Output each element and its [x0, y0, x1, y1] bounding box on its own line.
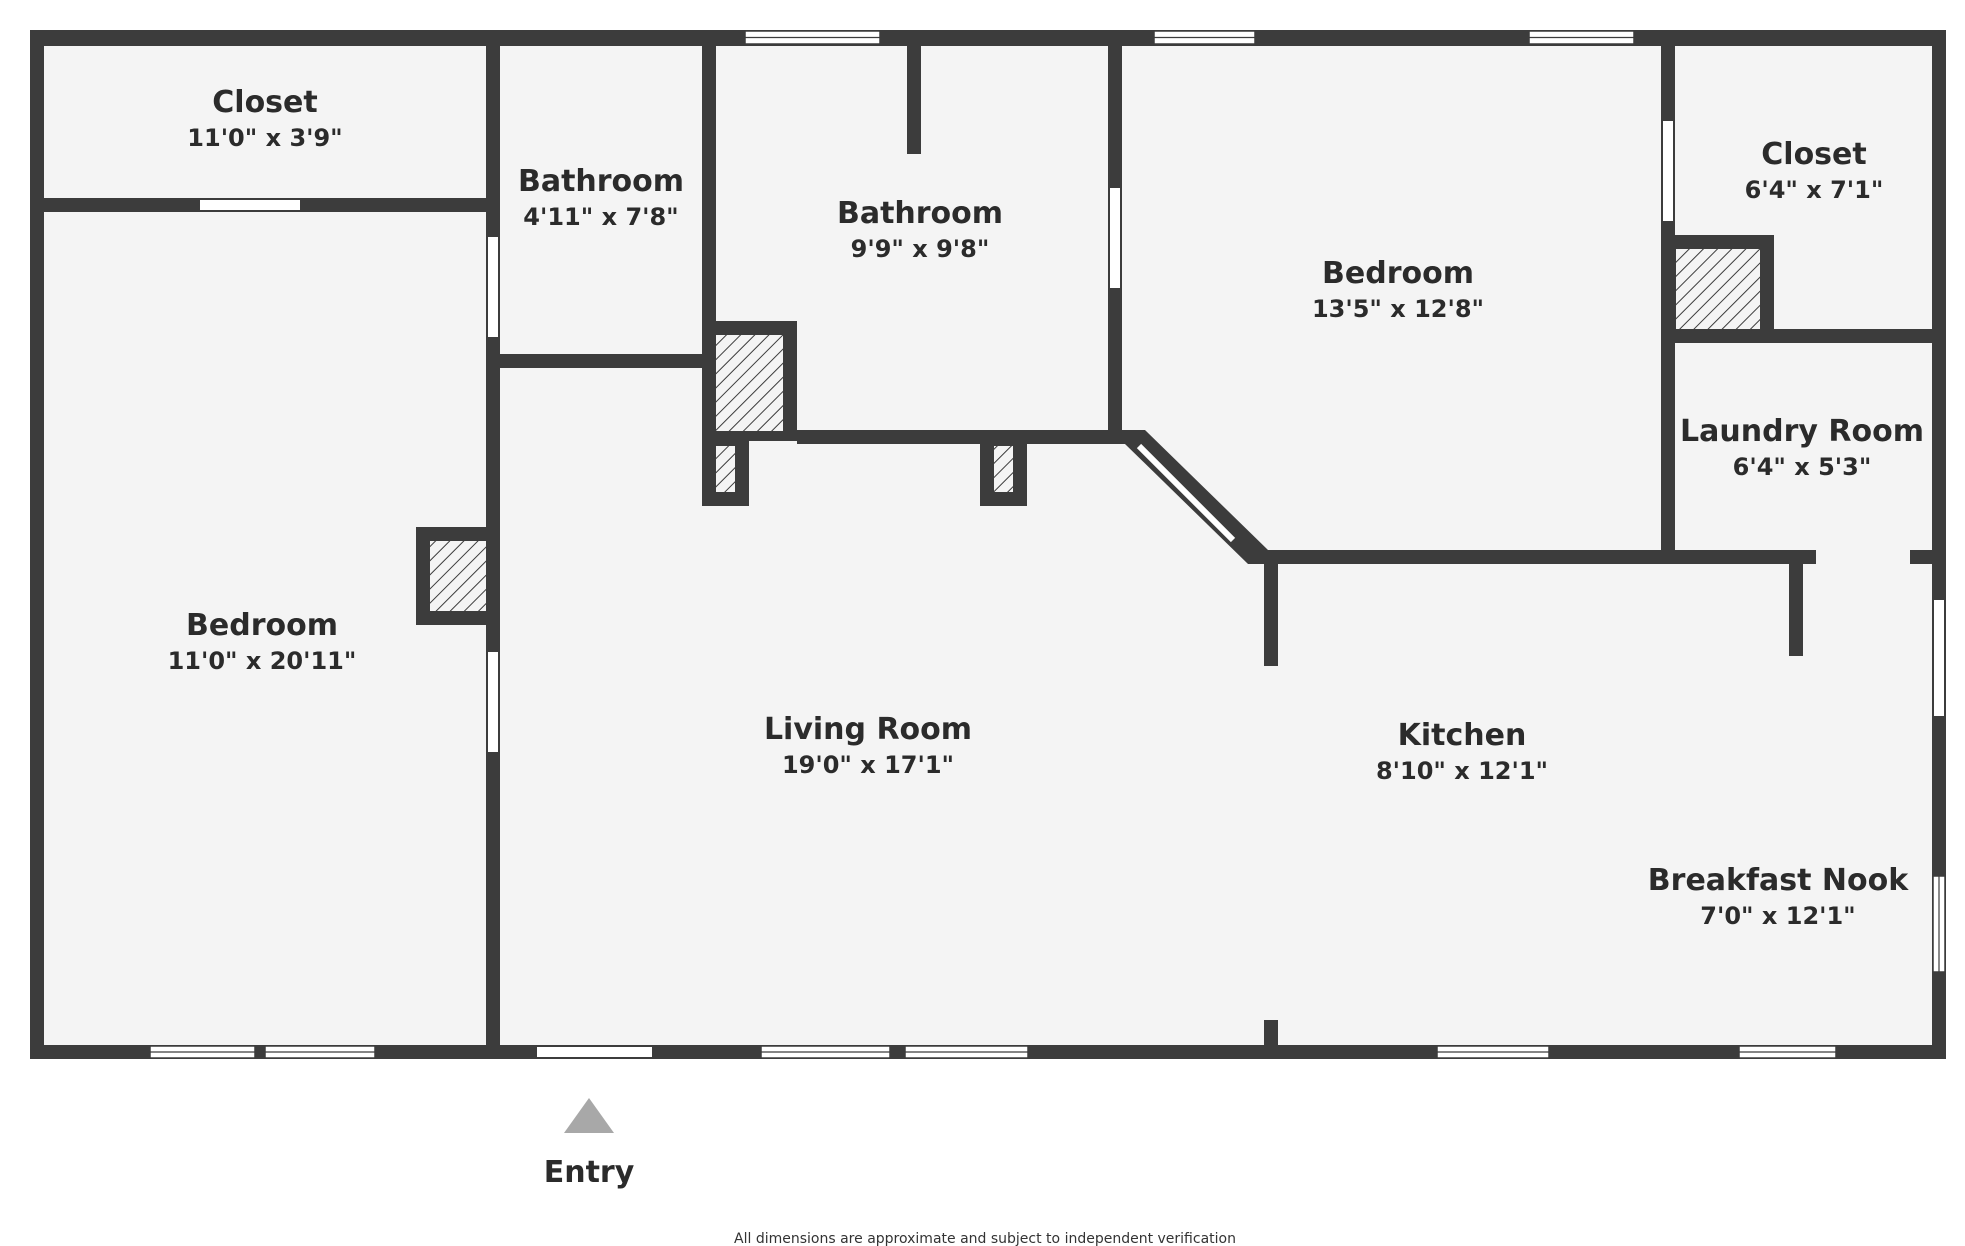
diagonal-window — [1136, 443, 1236, 543]
disclaimer-text: All dimensions are approximate and subje… — [734, 1231, 1236, 1246]
room-dim-breakfast-nook: 7'0" x 12'1" — [1700, 902, 1855, 930]
room-dim-kitchen: 8'10" x 12'1" — [1376, 757, 1548, 785]
room-dim-bedroom-right: 13'5" x 12'8" — [1312, 295, 1484, 323]
room-name-bedroom-left: Bedroom — [186, 608, 338, 643]
room-dim-laundry: 6'4" x 5'3" — [1733, 453, 1872, 481]
room-name-living: Living Room — [764, 712, 972, 747]
wall-openings — [200, 121, 1944, 1057]
entry-label: Entry — [544, 1155, 635, 1190]
room-name-laundry: Laundry Room — [1680, 414, 1924, 449]
window-glass-lines — [150, 36, 1940, 1053]
floor-area — [30, 30, 1945, 1057]
room-name-bathroom-large: Bathroom — [837, 196, 1003, 231]
room-dim-bathroom-small: 4'11" x 7'8" — [523, 203, 678, 231]
room-name-bathroom-small: Bathroom — [518, 164, 684, 199]
diagonal-wall — [1125, 430, 1268, 564]
room-name-bedroom-right: Bedroom — [1322, 256, 1474, 291]
hatched-areas — [430, 249, 1760, 611]
room-dim-living: 19'0" x 17'1" — [782, 751, 954, 779]
room-name-breakfast-nook: Breakfast Nook — [1648, 863, 1909, 898]
room-dim-bedroom-left: 11'0" x 20'11" — [168, 647, 357, 675]
room-name-closet-left: Closet — [212, 85, 317, 120]
room-dim-bathroom-large: 9'9" x 9'8" — [851, 235, 990, 263]
room-name-kitchen: Kitchen — [1398, 718, 1527, 753]
room-dim-closet-right: 6'4" x 7'1" — [1745, 176, 1884, 204]
room-dim-closet-left: 11'0" x 3'9" — [187, 124, 342, 152]
entry-arrow-icon — [564, 1098, 614, 1133]
room-name-closet-right: Closet — [1761, 137, 1866, 172]
